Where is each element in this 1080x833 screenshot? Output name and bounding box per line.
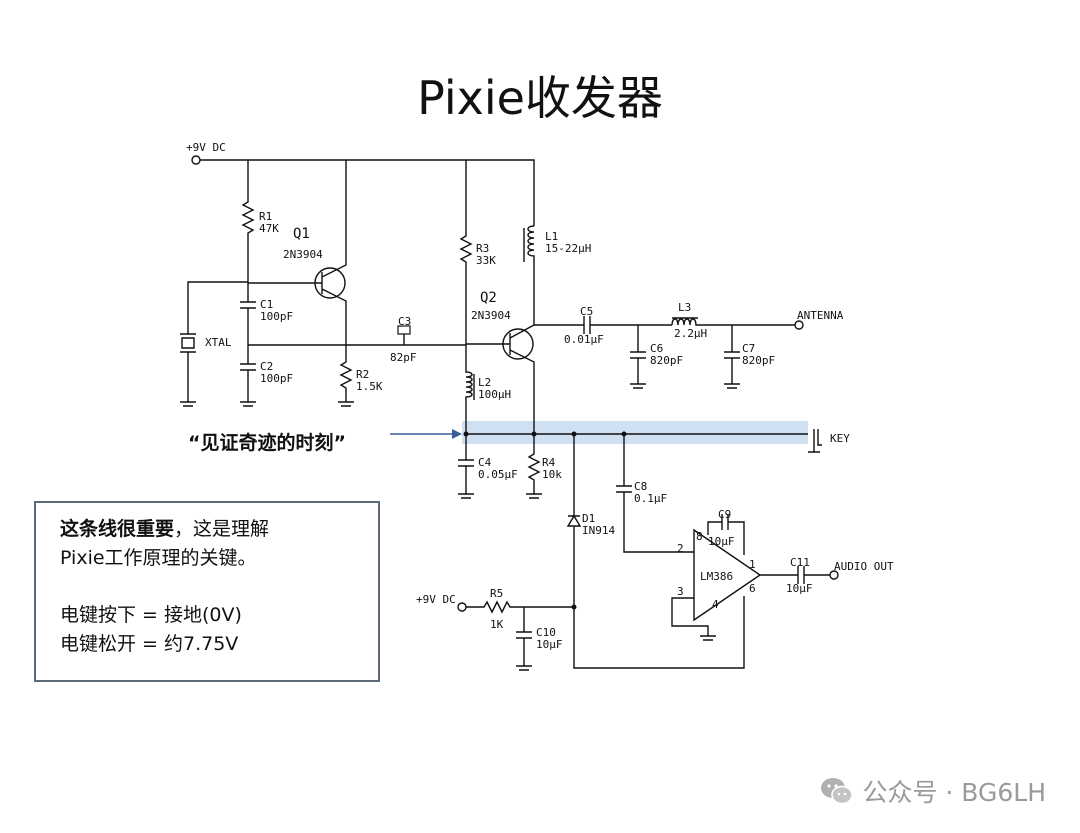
pin6-label: 6	[749, 582, 756, 595]
lm386-amplifier	[693, 528, 762, 622]
c7-value: 820pF	[742, 354, 775, 367]
l1-label: L1	[545, 230, 558, 243]
r2-label: R2	[356, 368, 369, 381]
r5-value: 1K	[490, 618, 504, 631]
pin2-label: 2	[677, 542, 684, 555]
pin1-label: 1	[749, 558, 756, 571]
c4-label: C4	[478, 456, 492, 469]
r1-value: 47K	[259, 222, 279, 235]
c1-label: C1	[260, 298, 273, 311]
note-line-2: Pixie工作原理的关键。	[60, 547, 257, 569]
note-line-3: 电键按下 = 接地(0V)	[60, 604, 242, 626]
callout-text: “见证奇迹的时刻”	[188, 432, 346, 454]
r3-label: R3	[476, 242, 489, 255]
pin4-label: 4	[712, 598, 719, 611]
slide-title: Pixie收发器	[417, 71, 663, 125]
d1-part: IN914	[582, 524, 615, 537]
c1-value: 100pF	[260, 310, 293, 323]
pin8-label: 8	[696, 530, 703, 543]
c8-label: C8	[634, 480, 647, 493]
q2-label: Q2	[480, 290, 497, 306]
note-line1-rest: ，这是理解	[174, 518, 270, 540]
r2-value: 1.5K	[356, 380, 383, 393]
c9-label: C9	[718, 508, 731, 521]
c11-label: C11	[790, 556, 810, 569]
footer-text: 公众号 · BG6LH	[862, 778, 1046, 807]
antenna-label: ANTENNA	[797, 309, 844, 322]
r5-label: R5	[490, 587, 503, 600]
footer-watermark: 公众号 · BG6LH	[820, 773, 1046, 809]
key-label: KEY	[830, 432, 850, 445]
c8-value: 0.1μF	[634, 492, 667, 505]
c6-value: 820pF	[650, 354, 683, 367]
note-line-4: 电键松开 = 约7.75V	[60, 633, 239, 655]
c7-label: C7	[742, 342, 755, 355]
l3-value: 2.2μH	[674, 327, 707, 340]
q1-label: Q1	[293, 226, 310, 242]
c3-value: 82pF	[390, 351, 417, 364]
c10-label: C10	[536, 626, 556, 639]
r4-label: R4	[542, 456, 556, 469]
d1-label: D1	[582, 512, 595, 525]
pin3-label: 3	[677, 585, 684, 598]
r4-value: 10k	[542, 468, 562, 481]
c5-value: 0.01μF	[564, 333, 604, 346]
q1-part: 2N3904	[283, 248, 323, 261]
c11-value: 10μF	[786, 582, 813, 595]
r1-label: R1	[259, 210, 272, 223]
ic-label: LM386	[700, 570, 733, 583]
c2-label: C2	[260, 360, 273, 373]
r3-value: 33K	[476, 254, 496, 267]
c9-value: 10μF	[708, 535, 735, 548]
c3-label: C3	[398, 315, 411, 328]
l1-value: 15-22μH	[545, 242, 591, 255]
audio-out-label: AUDIO OUT	[834, 560, 894, 573]
c10-value: 10μF	[536, 638, 563, 651]
l2-value: 100μH	[478, 388, 511, 401]
c5-label: C5	[580, 305, 593, 318]
wechat-icon	[821, 778, 854, 805]
c6-label: C6	[650, 342, 663, 355]
xtal-label: XTAL	[205, 336, 232, 349]
note-line1-bold: 这条线很重要	[60, 518, 175, 540]
note-line-1: 这条线很重要，这是理解	[60, 515, 354, 544]
note-box: 这条线很重要，这是理解 Pixie工作原理的关键。 电键按下 = 接地(0V) …	[34, 501, 380, 682]
c2-value: 100pF	[260, 372, 293, 385]
l2-label: L2	[478, 376, 491, 389]
l3-label: L3	[678, 301, 691, 314]
vcc-top-terminal	[191, 155, 201, 165]
vcc-bottom-label: +9V DC	[416, 593, 456, 606]
key-line-highlight	[462, 421, 808, 444]
q2-part: 2N3904	[471, 309, 511, 322]
c4-value: 0.05μF	[478, 468, 518, 481]
vcc-top-label: +9V DC	[186, 141, 226, 154]
